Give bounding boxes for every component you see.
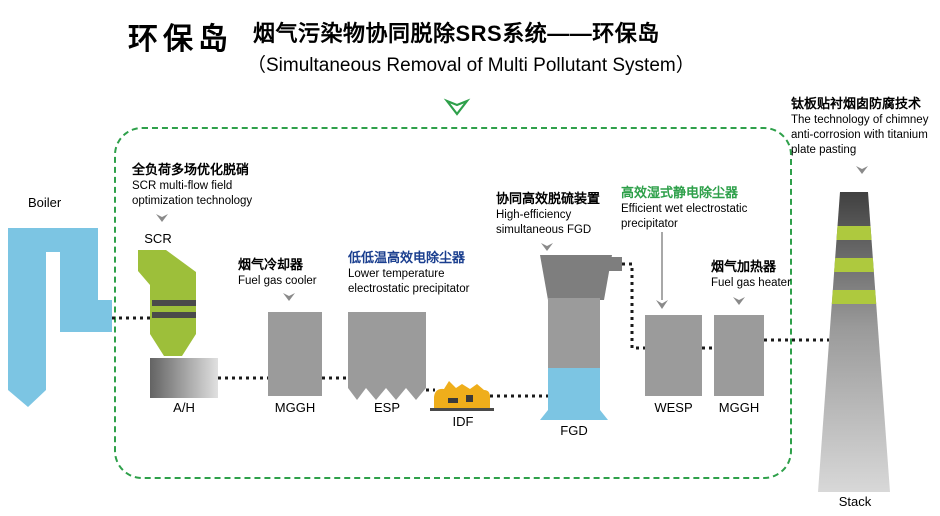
scr-shape [138,250,196,356]
scr-hopper [150,334,196,356]
annotation-mggh2: 烟气加热器 Fuel gas heater [711,258,791,291]
annotation-stack-en3: plate pasting [791,144,857,156]
wesp-shape [645,315,702,396]
mggh2-shape [714,315,764,396]
unit-label-stack: Stack [838,494,872,509]
annotation-mggh1-en1: Fuel gas cooler [238,275,317,287]
fgd-tower [548,298,600,370]
title-pointer-arrow-icon [443,98,471,116]
idf-body [434,381,490,410]
fgd-head [540,255,612,300]
scr-catalyst-layer-2 [152,312,196,318]
scr-body [138,250,196,334]
fgd-skirt [540,410,608,420]
annotation-fgd: 协同高效脱硫装置 High-efficiency simultaneous FG… [496,190,600,238]
annotation-fgd-en2: simultaneous FGD [496,224,592,236]
annotation-esp-cn: 低低温高效电除尘器 [348,250,466,265]
esp-shape [348,312,426,400]
stack-pointer-arrow-icon [856,166,868,174]
brand-logo: 环保岛 [128,23,233,56]
annotation-wesp-cn: 高效湿式静电除尘器 [621,185,739,200]
annotation-fgd-cn: 协同高效脱硫装置 [496,191,601,206]
idf-fan-shape [430,381,494,411]
annotation-wesp-en2: precipitator [621,218,678,230]
unit-label-wesp: WESP [654,400,693,415]
fgd-shape [540,255,622,420]
wesp-pointer-arrow-icon [656,300,668,309]
annotation-esp-en2: electrostatic precipitator [348,283,470,295]
annotation-arrows [156,166,868,309]
annotation-mggh2-en1: Fuel gas heater [711,277,791,289]
annotation-scr-en2: optimization technology [132,195,253,207]
annotation-scr-en1: SCR multi-flow field [132,180,233,192]
annotation-esp-en1: Lower temperature [348,268,445,280]
annotation-mggh2-cn: 烟气加热器 [711,259,777,274]
scr-pointer-arrow-icon [156,214,168,222]
mggh1-pointer-arrow-icon [283,293,295,301]
page-title-cn: 烟气污染物协同脱除SRS系统——环保岛 [253,21,660,46]
mggh2-pointer-arrow-icon [733,297,745,305]
unit-label-fgd: FGD [560,423,588,438]
mggh1-shape [268,312,322,396]
annotation-stack: 钛板贴衬烟囱防腐技术 The technology of chimney ant… [791,95,928,158]
system-boundary-box [114,127,792,479]
stack-band-2 [818,258,890,272]
annotation-fgd-en1: High-efficiency [496,209,572,221]
air-heater-shape [150,358,218,398]
stack-shape [818,192,890,492]
annotation-wesp-en1: Efficient wet electrostatic [621,203,748,215]
unit-label-esp: ESP [373,400,400,415]
annotation-esp: 低低温高效电除尘器 Lower temperature electrostati… [348,249,469,297]
annotation-stack-en1: The technology of chimney [791,114,929,126]
stack-band-1 [818,226,890,240]
unit-label-boiler: Boiler [28,195,62,210]
stack-band-3 [818,290,890,304]
fgd-outlet-duct [604,257,622,271]
unit-label-idf: IDF [452,414,474,429]
flue-gas-pipes [112,262,829,398]
scr-catalyst-layer-1 [152,300,196,306]
page-title-en: （Simultaneous Removal of Multi Pollutant… [247,55,695,76]
annotation-mggh1-cn: 烟气冷却器 [238,257,304,272]
annotation-stack-en2: anti-corrosion with titanium [791,129,928,141]
boiler-shape [8,228,112,407]
unit-label-mggh1: MGGH [274,400,316,415]
annotation-stack-cn: 钛板贴衬烟囱防腐技术 [791,96,922,111]
idf-base [430,408,494,411]
idf-detail-2 [466,395,473,402]
unit-label-ah: A/H [173,400,195,415]
idf-detail-1 [448,398,458,403]
annotation-scr: 全负荷多场优化脱硝 SCR multi-flow field optimizat… [132,161,252,209]
pipe-fgd-to-wesp [622,262,645,350]
annotation-mggh1: 烟气冷却器 Fuel gas cooler [238,256,317,289]
unit-label-mggh2: MGGH [718,400,760,415]
fgd-pointer-arrow-icon [541,243,553,251]
annotation-scr-cn: 全负荷多场优化脱硝 [132,162,250,177]
fgd-slurry-section [548,368,600,410]
unit-label-scr: SCR [144,231,172,246]
annotation-wesp: 高效湿式静电除尘器 Efficient wet electrostatic pr… [621,184,747,232]
stack-bands [818,226,890,304]
